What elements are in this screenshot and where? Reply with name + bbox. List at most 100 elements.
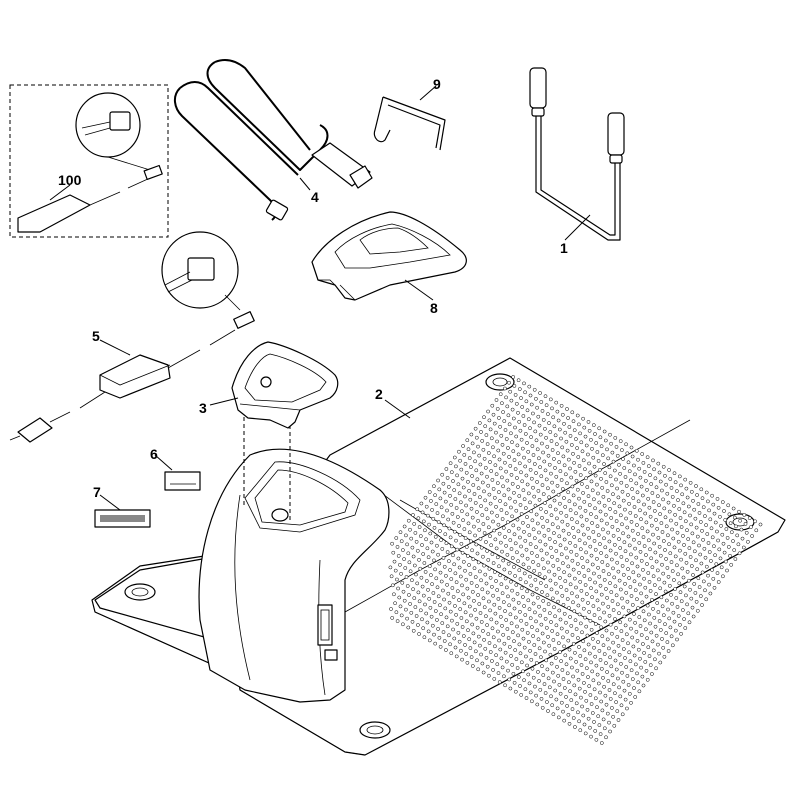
plate-dot	[470, 474, 474, 478]
plate-dot	[597, 649, 602, 653]
plate-dot	[518, 609, 522, 614]
plate-dot	[459, 616, 464, 620]
plate-dot	[436, 627, 440, 631]
plate-dot	[488, 534, 492, 539]
plate-dot	[406, 551, 411, 556]
callout-7: 7	[93, 484, 101, 500]
plate-dot	[695, 567, 700, 572]
plate-dot	[465, 586, 470, 591]
plate-dot	[447, 526, 452, 531]
plate-dot	[588, 618, 593, 623]
plate-dot	[636, 499, 641, 504]
plate-dot	[545, 519, 550, 523]
plate-dot	[393, 568, 398, 573]
plate-dot	[496, 629, 500, 634]
plate-dot	[584, 666, 589, 671]
plate-dot	[439, 538, 443, 542]
plate-dot	[391, 550, 396, 555]
plate-dot	[612, 542, 617, 547]
plate-dot	[599, 625, 603, 630]
plate-dot	[556, 525, 560, 530]
plate-dot	[573, 692, 578, 697]
plate-dot	[632, 537, 636, 542]
plate-dot	[686, 611, 691, 616]
plate-dot	[550, 703, 555, 708]
plate-dot	[467, 563, 471, 567]
plate-dot	[447, 633, 451, 638]
plate-dot	[636, 647, 641, 652]
plate-dot	[592, 720, 596, 724]
plate-dot	[519, 512, 524, 516]
plate-dot	[503, 650, 508, 655]
plate-dot	[419, 575, 424, 580]
plate-dot	[548, 430, 553, 434]
plate-dot	[507, 677, 512, 682]
plate-dot	[583, 583, 588, 587]
plate-dot	[662, 506, 667, 511]
plate-dot	[713, 553, 717, 558]
plate-dot	[640, 600, 645, 605]
plate-dot	[389, 607, 393, 611]
plate-dot	[714, 562, 719, 566]
plate-dot	[633, 620, 637, 625]
plate-dot	[578, 579, 583, 584]
plate-dot	[614, 551, 618, 556]
plate-dot	[513, 689, 518, 694]
plate-dot	[615, 709, 620, 713]
plate-dot	[511, 671, 516, 676]
plate-dot	[560, 412, 565, 417]
plate-dot	[564, 588, 569, 592]
plate-dot	[589, 627, 594, 632]
plate-dot	[553, 581, 558, 586]
plate-dot	[651, 458, 655, 463]
plate-dot	[414, 614, 419, 618]
plate-dot	[484, 507, 489, 512]
plate-dot	[488, 427, 493, 432]
plate-dot	[671, 610, 676, 615]
plate-dot	[656, 461, 661, 466]
plate-dot	[552, 605, 556, 610]
plate-dot	[570, 591, 574, 596]
plate-dot	[537, 530, 541, 535]
plate-dot	[627, 691, 632, 696]
plate-dot	[428, 531, 433, 536]
docking-housing-part	[198, 448, 390, 703]
plate-dot	[634, 448, 639, 453]
plate-dot	[402, 598, 407, 603]
plate-dot	[582, 425, 587, 430]
plate-dot	[453, 571, 458, 576]
plate-dot	[537, 646, 542, 651]
plate-dot	[558, 617, 563, 622]
plate-dot	[506, 413, 511, 418]
plate-dot	[432, 525, 437, 530]
plate-dot	[529, 551, 534, 555]
plate-dot	[528, 467, 533, 472]
plate-dot	[520, 405, 525, 409]
plate-dot	[568, 656, 573, 661]
plate-dot	[485, 516, 490, 521]
plate-dot	[611, 566, 615, 571]
plate-dot	[515, 550, 519, 555]
plate-dot	[663, 515, 668, 520]
plate-dot	[540, 664, 544, 669]
plate-dot	[727, 512, 732, 517]
plate-dot	[630, 561, 634, 566]
plate-dot	[482, 456, 487, 461]
plate-dot	[562, 463, 567, 468]
plate-dot	[644, 627, 648, 632]
plate-dot	[491, 412, 496, 417]
plate-dot	[496, 671, 501, 675]
plate-dot	[525, 631, 530, 635]
plate-dot	[505, 552, 510, 557]
plate-dot	[543, 426, 547, 431]
plate-dot	[683, 477, 688, 482]
plate-dot	[421, 593, 426, 598]
plate-dot	[535, 480, 539, 484]
plate-dot	[577, 422, 581, 427]
plate-dot	[509, 505, 513, 510]
plate-dot	[402, 557, 406, 561]
plate-dot	[494, 579, 498, 583]
plate-dot	[699, 487, 704, 492]
plate-dot	[642, 651, 646, 655]
plate-dot	[624, 442, 628, 447]
